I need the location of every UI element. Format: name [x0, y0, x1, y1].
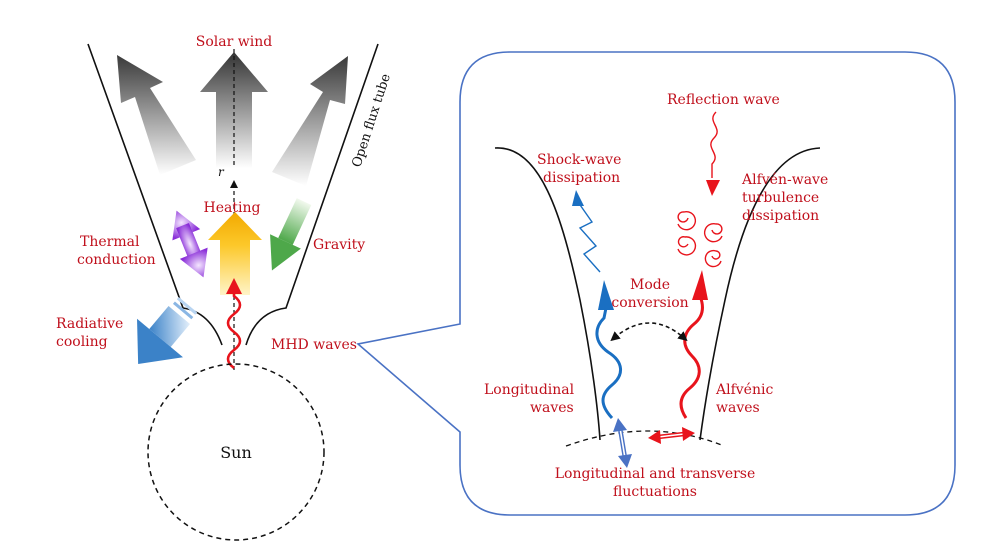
flux-tube-right-wall — [245, 43, 379, 346]
heating-label: Heating — [204, 200, 261, 216]
gravity-label: Gravity — [313, 237, 365, 253]
alfvenic-waves-label-2: waves — [716, 400, 760, 416]
turbulence-spiral-3 — [677, 236, 697, 256]
radiative-cooling-label-2: cooling — [56, 334, 108, 350]
longitudinal-waves-label-2: waves — [530, 400, 574, 416]
turbulence-spiral-1 — [677, 210, 697, 231]
reflection-wave-label: Reflection wave — [667, 92, 780, 108]
alfven-turbulence-label-2: turbulence — [742, 190, 819, 206]
gravity-arrow — [270, 198, 312, 271]
heating-arrow — [208, 212, 262, 295]
sun-label: Sun — [220, 443, 252, 462]
mhd-wave-arrowhead — [226, 278, 242, 294]
radiative-cooling-arrow — [137, 296, 198, 365]
inner-tube-right-wall — [699, 147, 821, 441]
longitudinal-waves-label-1: Longitudinal — [484, 382, 575, 398]
open-flux-tube-label: Open flux tube — [350, 72, 394, 169]
shock-wave-label-2: dissipation — [543, 170, 620, 186]
turbulence-spiral-2 — [703, 222, 723, 243]
shock-wave-label-1: Shock-wave — [537, 152, 621, 168]
transverse-fluctuation-arrow — [648, 427, 695, 444]
reflection-wave — [710, 111, 718, 178]
mode-conversion-label-2: conversion — [611, 295, 688, 311]
alfvenic-wave — [679, 295, 704, 419]
longitudinal-fluctuation-arrow — [613, 418, 632, 468]
fluctuations-label-2: fluctuations — [613, 484, 697, 500]
thermal-conduction-arrow — [172, 210, 208, 278]
mhd-wave — [226, 292, 242, 370]
alfven-turbulence-label-3: dissipation — [742, 208, 819, 224]
thermal-conduction-label-1: Thermal — [80, 234, 140, 250]
thermal-conduction-label-2: conduction — [77, 252, 156, 268]
inner-surface-dashed — [565, 430, 725, 447]
inner-tube-left-wall — [494, 147, 601, 441]
solar-wind-arrow-right — [272, 56, 348, 186]
solar-wind-arrow-center — [200, 52, 268, 168]
solar-wind-label: Solar wind — [196, 34, 272, 50]
solar-wind-arrow-left — [117, 55, 196, 175]
shock-wave-arrowhead — [572, 190, 584, 206]
alfvenic-wave-arrowhead — [692, 270, 708, 300]
mode-conversion-arrow — [610, 322, 688, 342]
zoom-callout — [356, 51, 956, 516]
longitudinal-wave-arrowhead — [598, 280, 614, 310]
alfvenic-waves-label-1: Alfvénic — [715, 382, 773, 398]
turbulence-spiral-4 — [704, 249, 722, 268]
flux-tube-left-wall — [87, 43, 223, 346]
reflection-wave-arrowhead — [706, 180, 720, 196]
longitudinal-wave — [595, 307, 622, 420]
mhd-waves-label: MHD waves — [271, 337, 357, 353]
radiative-cooling-label-1: Radiative — [56, 316, 123, 332]
mode-conversion-label-1: Mode — [630, 277, 670, 293]
alfven-turbulence-label-1: Alfvén-wave — [741, 172, 828, 188]
r-axis-label: r — [218, 165, 225, 179]
r-axis-arrowhead — [230, 180, 238, 188]
sun-circle — [147, 363, 325, 541]
shock-wave-zigzag — [577, 201, 601, 273]
fluctuations-label-1: Longitudinal and transverse — [555, 466, 756, 482]
